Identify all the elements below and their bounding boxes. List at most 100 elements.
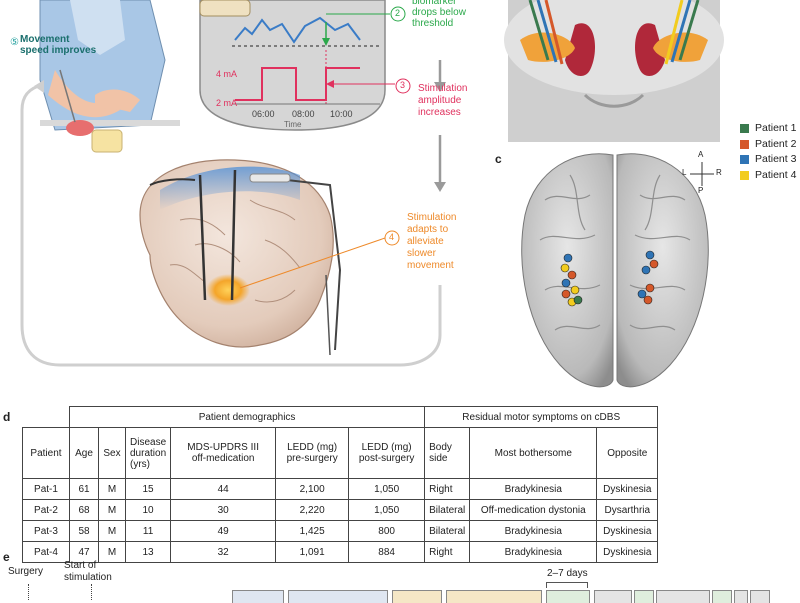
cell-ledd-pre: 2,100 xyxy=(275,478,350,500)
cell-ledd-pre: 1,091 xyxy=(275,541,350,563)
step4-line1: Stimulation xyxy=(407,212,457,223)
device-illustration xyxy=(199,0,386,131)
col-header-disease-duration: Disease duration (yrs) xyxy=(124,427,172,479)
table-corner xyxy=(22,406,70,428)
compass-l: L xyxy=(682,168,687,177)
step3-number: 3 xyxy=(400,80,406,90)
cell-updrs: 49 xyxy=(170,520,277,542)
cell-patient: Pat-3 xyxy=(22,520,70,542)
cell-age: 61 xyxy=(69,478,99,500)
surgery-marker xyxy=(28,584,29,600)
cell-most-bothersome: Off-medication dystonia xyxy=(469,499,598,521)
col-header-most-bothersome: Most bothersome xyxy=(469,427,598,479)
col-header-text: side xyxy=(429,453,448,464)
legend-label: Patient 2 xyxy=(755,137,797,150)
y-tick-4ma: 4 mA xyxy=(216,69,237,79)
cell-duration: 11 xyxy=(124,520,172,542)
x-axis-time: Time xyxy=(284,120,302,129)
col-header-text: MDS-UPDRS III xyxy=(187,442,259,453)
step2-line2: drops below xyxy=(412,7,466,18)
step5-line2: speed improves xyxy=(20,45,97,56)
step3-line2: amplitude xyxy=(418,95,462,106)
col-header-text: post-surgery xyxy=(358,453,415,464)
timeline-block xyxy=(546,590,590,603)
cell-opposite: Dyskinesia xyxy=(596,478,659,500)
brain-top-view xyxy=(521,153,709,388)
table-row: Pat-1 61 M 15 44 2,100 1,050 Right Brady… xyxy=(22,478,659,500)
start-stim-label: Start of stimulation xyxy=(64,560,112,584)
legend-swatch xyxy=(740,139,749,149)
x-tick-0600: 06:00 xyxy=(252,109,275,119)
col-header-text: Age xyxy=(75,447,93,459)
legend-item-patient1: Patient 1 xyxy=(740,121,796,137)
cell-most-bothersome: Bradykinesia xyxy=(469,541,598,563)
col-header-text: LEDD (mg) xyxy=(287,442,338,453)
step2-line3: threshold xyxy=(412,18,454,29)
x-tick-1000: 10:00 xyxy=(330,109,353,119)
col-header-text: Disease xyxy=(130,436,167,448)
panel-e-letter: e xyxy=(3,550,10,564)
cell-most-bothersome: Bradykinesia xyxy=(469,478,598,500)
group-header-demographics: Patient demographics xyxy=(68,406,426,428)
col-header-text: Patient xyxy=(30,447,62,459)
legend-item-patient4: Patient 4 xyxy=(740,168,796,184)
cell-age: 58 xyxy=(69,520,99,542)
duration-bracket xyxy=(546,582,588,588)
compass-a: A xyxy=(698,150,704,159)
cell-ledd-pre: 1,425 xyxy=(275,520,350,542)
cell-updrs: 32 xyxy=(170,541,277,563)
cell-patient: Pat-4 xyxy=(22,541,70,563)
step4-label: Stimulation adapts to alleviate slower m… xyxy=(407,212,456,272)
col-header-text: Body xyxy=(429,442,452,453)
brain-sagittal-illustration xyxy=(139,159,342,356)
legend-swatch xyxy=(740,124,749,134)
col-header-text: pre-surgery xyxy=(286,453,338,464)
start-stim-line2: stimulation xyxy=(64,572,112,583)
step4-line4: slower xyxy=(407,248,436,259)
compass-arrows xyxy=(690,162,714,186)
timeline-block xyxy=(656,590,710,603)
timeline-block xyxy=(446,590,542,603)
legend-item-patient2: Patient 2 xyxy=(740,137,796,153)
cell-most-bothersome: Bradykinesia xyxy=(469,520,598,542)
cell-opposite: Dyskinesia xyxy=(596,520,659,542)
step3-line3: increases xyxy=(418,107,461,118)
timeline-block xyxy=(594,590,632,603)
timeline-block xyxy=(288,590,388,603)
group-header-residual: Residual motor symptoms on cDBS xyxy=(424,406,659,428)
col-header-body-side: Body side xyxy=(424,427,471,479)
col-header-text: Most bothersome xyxy=(494,447,572,459)
col-header-text: duration xyxy=(130,447,167,459)
patient-demographics-table: Patient demographics Residual motor symp… xyxy=(22,406,659,563)
cell-body-side: Right xyxy=(424,541,471,563)
table-header-row: Patient Age Sex Disease duration (yrs) M… xyxy=(22,427,659,479)
legend-swatch xyxy=(740,155,749,165)
timeline-block xyxy=(734,590,748,603)
cell-ledd-pre: 2,220 xyxy=(275,499,350,521)
cell-opposite: Dyskinesia xyxy=(596,541,659,563)
step5-label: Movement speed improves xyxy=(20,34,96,56)
cell-sex: M xyxy=(98,520,126,542)
start-stim-marker xyxy=(91,584,92,600)
step5-line1: Movement xyxy=(20,34,70,45)
legend-label: Patient 1 xyxy=(755,122,797,134)
col-header-text: Opposite xyxy=(607,447,648,459)
table-row: Pat-4 47 M 13 32 1,091 884 Right Bradyki… xyxy=(22,541,659,563)
cell-duration: 10 xyxy=(124,499,172,521)
step5-number: ⑤ xyxy=(10,37,19,48)
col-header-text: off-medication xyxy=(191,453,255,464)
legend-label: Patient 3 xyxy=(755,153,797,165)
panel-c-letter: c xyxy=(495,152,502,166)
cell-body-side: Bilateral xyxy=(424,499,471,521)
cell-duration: 15 xyxy=(124,478,172,500)
col-header-opposite: Opposite xyxy=(596,427,659,479)
col-header-ledd-pre: LEDD (mg) pre-surgery xyxy=(275,427,350,479)
step3-label: Stimulation amplitude increases xyxy=(418,83,467,119)
panel-d-letter: d xyxy=(3,410,11,424)
cell-patient: Pat-1 xyxy=(22,478,70,500)
cell-ledd-post: 884 xyxy=(348,541,426,563)
col-header-text: (yrs) xyxy=(130,458,150,470)
timeline-block xyxy=(634,590,654,603)
step2-number: 2 xyxy=(395,8,401,18)
cell-patient: Pat-2 xyxy=(22,499,70,521)
